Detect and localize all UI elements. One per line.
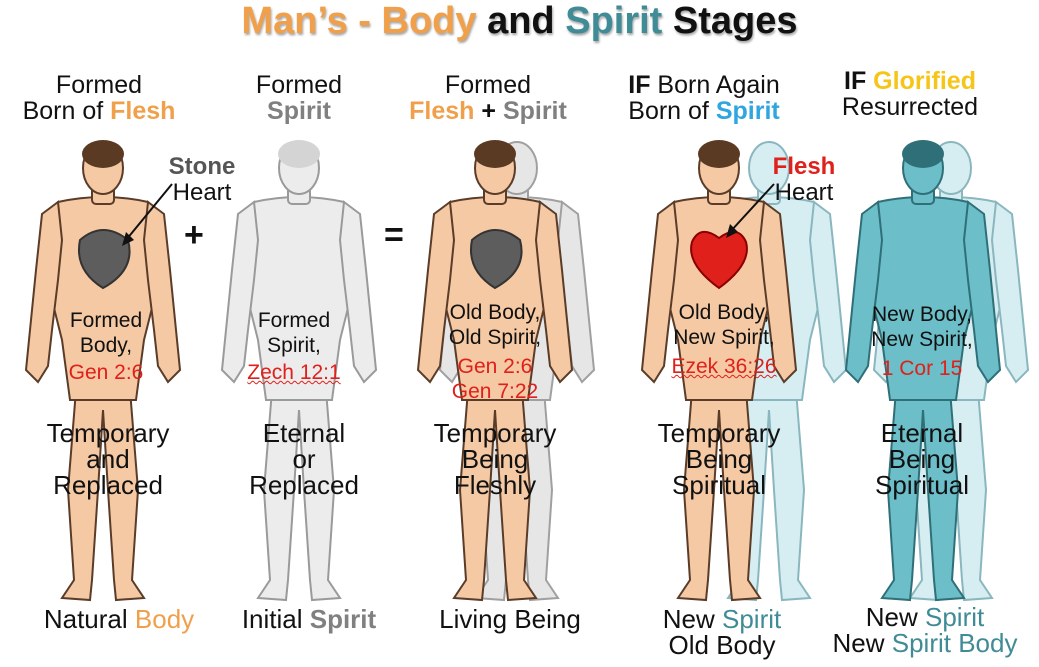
figure-natural-body — [18, 140, 188, 610]
flesh-arrow — [726, 183, 775, 238]
col3-stage: Temporary Being Fleshly — [433, 418, 557, 500]
col4-ref: Ezek 36:26 — [671, 355, 777, 378]
title-spirit: Spirit — [565, 0, 663, 42]
plus-operator: + — [184, 216, 204, 254]
col3-header: Formed Flesh + Spirit — [409, 71, 567, 125]
title-dash: - — [347, 0, 382, 42]
col5-mid: New Body, New Spirit, — [871, 303, 973, 351]
stone-arrow — [122, 183, 173, 246]
col4-mid: Old Body, New Spirit, — [673, 301, 775, 349]
human-spirit-body-figure — [845, 140, 1001, 601]
col4-header: IF Born Again Born of Spirit — [628, 71, 780, 125]
col1-bottom: Natural Body — [43, 604, 195, 634]
col4-bottom: New Spirit Old Body — [662, 604, 782, 660]
equals-operator: = — [384, 216, 404, 254]
col5-bottom: New Spirit New Spirit Body — [832, 602, 1018, 658]
col1-ref: Gen 2:6 — [68, 361, 144, 384]
figure-living-being — [410, 140, 580, 610]
stone-heart-icon — [470, 229, 523, 290]
page-title: Man’s - Body and Spirit Stages — [0, 0, 1039, 43]
figure-born-again — [634, 140, 804, 610]
col1-stage: Temporary and Replaced — [46, 418, 170, 500]
figure-glorified — [838, 140, 1008, 610]
col5-header: IF Glorified Resurrected — [841, 67, 979, 121]
col2-mid: Formed Spirit, — [257, 309, 331, 357]
col2-header: Formed Spirit — [255, 71, 343, 125]
col2-ref: Zech 12:1 — [247, 361, 341, 384]
col3-mid: Old Body, Old Spirit, — [448, 301, 542, 349]
human-flesh-figure — [641, 140, 797, 601]
figure-initial-spirit — [214, 140, 384, 610]
human-flesh-figure — [25, 140, 181, 601]
flesh-heart-icon — [690, 231, 748, 290]
col5-ref: 1 Cor 15 — [881, 357, 963, 380]
col3-bottom: Living Being — [439, 604, 581, 634]
title-stages: Stages — [662, 0, 798, 42]
title-and: and — [476, 0, 566, 42]
col5-stage: Eternal Being Spiritual — [875, 418, 969, 500]
human-flesh-figure — [417, 140, 573, 601]
flesh-heart-callout: Flesh Heart — [772, 153, 836, 206]
stone-heart-callout: Stone Heart — [168, 153, 236, 206]
title-mans: Man’s — [241, 0, 348, 42]
human-spirit-figure — [221, 140, 377, 601]
title-body: Body — [381, 0, 477, 42]
col2-stage: Eternal or Replaced — [249, 418, 359, 500]
col1-header: Formed Born of Flesh — [22, 71, 176, 125]
stone-heart-icon — [78, 229, 131, 290]
col2-bottom: Initial Spirit — [241, 604, 377, 634]
col4-stage: Temporary Being Spiritual — [657, 418, 781, 500]
col1-mid: Formed Body, — [69, 309, 143, 357]
col3-refs: Gen 2:6 Gen 7:22 — [451, 355, 539, 403]
